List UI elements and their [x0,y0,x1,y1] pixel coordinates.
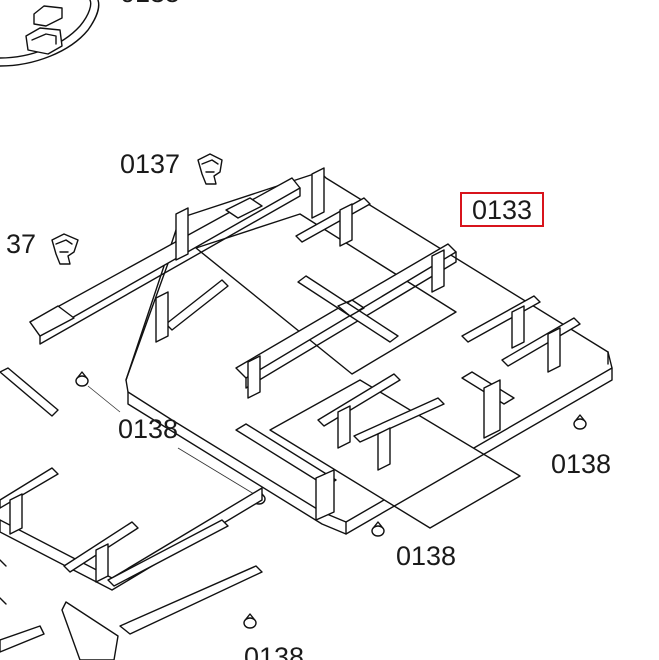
rubber-foot-icon [573,414,587,430]
label-37-cut: 37 [6,229,36,259]
leader-line [177,447,255,495]
rubber-foot-icon [75,371,89,387]
grate-part-number-highlight[interactable]: 0133 [460,192,544,227]
label-0138-left: 0138 [118,414,178,444]
leader-line [87,385,121,413]
label-0137: 0137 [120,149,180,179]
top-ring-part [0,0,100,67]
rubber-foot-icon [243,613,257,629]
clip-icon [197,153,223,185]
rubber-foot-icon [371,521,385,537]
pan-support-grate-partial [0,367,263,660]
pan-support-grate [29,167,613,535]
clip-icon [51,233,79,265]
label-0135-cut: 0135 [120,0,180,8]
label-0138-bottom-cut: 0138 [244,642,304,660]
label-0138-right: 0138 [551,449,611,479]
label-0133[interactable]: 0133 [472,195,532,225]
label-0138-bottom: 0138 [396,541,456,571]
